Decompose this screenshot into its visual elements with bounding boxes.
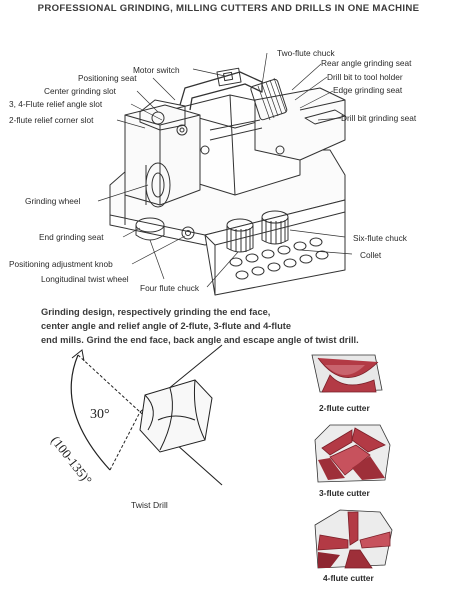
twist-drill-diagram [70, 344, 223, 486]
two-flute-cutter-drawing [311, 354, 383, 393]
label-drill-bit-holder: Drill bit to tool holder [327, 72, 403, 82]
label-two-flute-chuck: Two-flute chuck [277, 48, 335, 58]
label-motor-switch: Motor switch [133, 65, 180, 75]
four-flute-chuck [226, 218, 254, 253]
label-six-flute-chuck: Six-flute chuck [353, 233, 407, 243]
page-title: PROFESSIONAL GRINDING, MILLING CUTTERS A… [37, 3, 420, 14]
three-flute-caption: 3-flute cutter [319, 488, 370, 498]
label-end-seat: End grinding seat [39, 232, 104, 242]
four-flute-caption: 4-flute cutter [323, 573, 374, 583]
label-relief-corner: 2-flute relief corner slot [9, 115, 94, 125]
leader-lines [97, 52, 353, 288]
label-four-flute-chuck: Four flute chuck [140, 283, 200, 293]
four-flute-cutter-drawing [314, 509, 393, 569]
three-flute-cutter-drawing [314, 424, 391, 483]
description-line-2: center angle and relief angle of 2-flute… [41, 321, 292, 331]
description-line-1: Grinding design, respectively grinding t… [41, 307, 271, 317]
label-positioning-seat: Positioning seat [78, 73, 137, 83]
label-edge-seat: Edge grinding seat [333, 85, 403, 95]
label-twist-wheel: Longitudinal twist wheel [41, 274, 129, 284]
label-relief-slot: 3, 4-Flute relief angle slot [9, 99, 103, 109]
twist-drill-caption: Twist Drill [131, 500, 168, 510]
label-adjust-knob: Positioning adjustment knob [9, 259, 113, 269]
two-flute-caption: 2-flute cutter [319, 403, 370, 413]
label-collet: Collet [360, 250, 382, 260]
label-grinding-wheel: Grinding wheel [25, 196, 81, 206]
machine-body [109, 67, 346, 296]
label-drill-bit-seat: Drill bit grinding seat [341, 113, 417, 123]
description-line-3: end mills. Grind the end face, back angl… [41, 335, 359, 345]
label-center-slot: Center grinding slot [44, 86, 116, 96]
six-flute-chuck [261, 210, 289, 245]
drill-angle-30: 30° [90, 407, 110, 422]
label-rear-angle-seat: Rear angle grinding seat [321, 58, 412, 68]
